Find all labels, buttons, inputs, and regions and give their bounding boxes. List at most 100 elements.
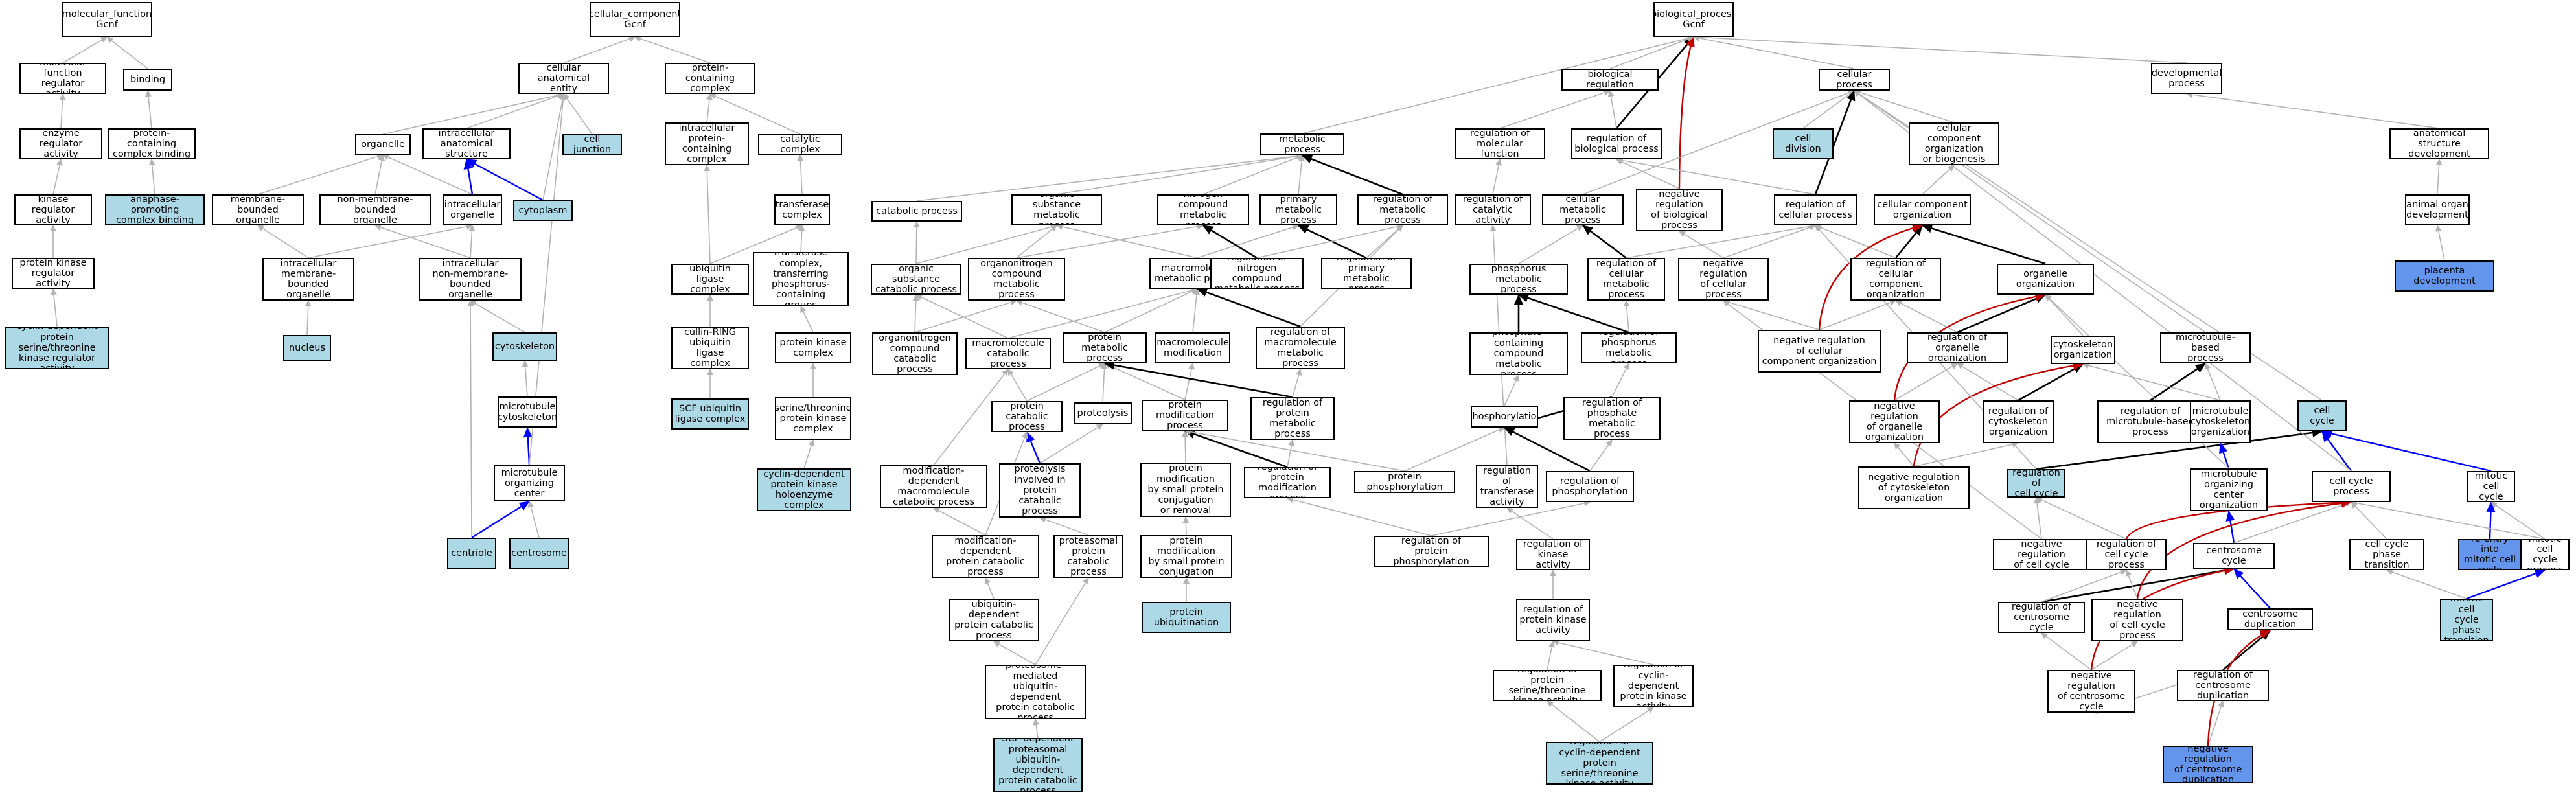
edge-regcp-to-regbp bbox=[1616, 157, 1816, 195]
go-term-mccp: mitotic cell cycle process bbox=[2520, 539, 2570, 570]
go-term-regpmodp: regulation of protein modification proce… bbox=[1244, 467, 1331, 498]
go-term-cdpk: cyclin-dependent protein serine/threonin… bbox=[5, 327, 109, 369]
go-term-tcptpg: transferase complex, transferring phosph… bbox=[753, 252, 849, 306]
go-term-mfra: molecular function regulator activity bbox=[19, 63, 106, 94]
edge-pphos-to-phosph bbox=[1404, 427, 1505, 472]
go-term-negregbp: negative regulation of biological proces… bbox=[1636, 189, 1723, 231]
go-term-cmp: cellular metabolic process bbox=[1542, 194, 1624, 225]
edge-inmbo-to-io bbox=[468, 225, 476, 259]
go-term-bioreg: biological regulation bbox=[1561, 69, 1659, 91]
go-term-mtcyto: microtubule cytoskeleton bbox=[498, 396, 557, 428]
edge-pipcp-to-pcatp bbox=[1026, 431, 1041, 464]
edge-mtocorg-to-mtcyto2 bbox=[2219, 442, 2230, 469]
edge-regcmp-to-cmp bbox=[1582, 224, 1627, 259]
edge-ocmp-to-osmp bbox=[1016, 225, 1057, 259]
edge-mbo-to-organelle bbox=[257, 153, 384, 195]
go-term-mbo: membrane-bounded organelle bbox=[212, 194, 304, 225]
edge-negregccp-to-regccp bbox=[2125, 569, 2138, 599]
edge-mcp-to-mmp bbox=[1007, 287, 1198, 339]
edge-regphos-to-phosph bbox=[1504, 426, 1591, 472]
go-term-centrosome: centrosome bbox=[509, 538, 569, 569]
go-term-mmod: macromolecule modification bbox=[1155, 332, 1230, 363]
edge-regcmp-to-regcp bbox=[1626, 223, 1816, 259]
go-term-regccorg: regulation of cellular component organiz… bbox=[1850, 258, 1941, 301]
edge-ias-to-cae bbox=[466, 93, 564, 129]
edge-transferase-to-catcomplex bbox=[797, 154, 804, 195]
edge-pmudpcp-to-udpcp bbox=[993, 641, 1036, 665]
go-term-pmodp: protein modification process bbox=[1142, 400, 1228, 431]
go-term-regphmp: regulation of phosphorus metabolic proce… bbox=[1581, 332, 1677, 363]
go-term-catcomplex: catalytic complex bbox=[758, 134, 842, 155]
go-term-regccp: regulation of cell cycle process bbox=[2086, 539, 2167, 570]
edge-mmod-to-mmp bbox=[1192, 288, 1201, 333]
go-term-cae: cellular anatomical entity bbox=[518, 63, 609, 94]
go-term-regbp: regulation of biological process bbox=[1571, 128, 1662, 159]
go-term-catab: catabolic process bbox=[871, 201, 962, 222]
edge-udpcp-to-mdpcp bbox=[984, 577, 995, 599]
edge-regmtbp-to-mtbp bbox=[2150, 362, 2206, 402]
go-term-mccpt: mitotic cell cycle phase transition bbox=[2440, 599, 2493, 641]
edge-orgorg-to-cco bbox=[1922, 224, 2046, 265]
edge-regcdpstka-to-regcdpka bbox=[1599, 707, 1654, 742]
edge-regcytoorg-to-regoo bbox=[1957, 363, 2019, 401]
edge-phosph-to-pcmp bbox=[1504, 374, 1519, 406]
edge-regccorg-to-regcp bbox=[1815, 224, 1896, 259]
edge-celljunc-to-cae bbox=[563, 93, 593, 135]
edge-regphmp-to-phmp bbox=[1518, 293, 1629, 334]
go-term-mf: molecular_function Gcnf bbox=[62, 2, 152, 37]
edge-centcycle-to-ccp bbox=[2233, 501, 2352, 544]
go-term-regpphos: regulation of protein phosphorylation bbox=[1374, 536, 1489, 567]
go-term-pmudpcp: proteasome-mediated ubiquitin-dependent … bbox=[985, 665, 1086, 719]
edge-pcc-to-cc bbox=[634, 36, 711, 63]
go-term-ipcc: intracellular protein-containing complex bbox=[665, 122, 749, 165]
edge-negregcc-to-regcc bbox=[2034, 497, 2042, 540]
go-term-cytoskeleton: cytoskeleton bbox=[492, 332, 557, 361]
edge-regbp-to-bioreg bbox=[1607, 90, 1617, 129]
edge-negregbp-to-regbp bbox=[1616, 159, 1680, 189]
edge-ocmp-to-ncmp bbox=[1016, 223, 1204, 259]
edge-mdmcp-to-mcp bbox=[933, 369, 1009, 466]
edge-regprmp-to-regmmp bbox=[1292, 369, 1302, 398]
go-term-prmp: protein metabolic process bbox=[1063, 332, 1147, 363]
go-term-pcatp: protein catabolic process bbox=[991, 401, 1063, 432]
edge-oscp-to-catab bbox=[913, 221, 920, 264]
go-term-organelle: organelle bbox=[355, 134, 411, 155]
edge-asd-to-devproc bbox=[2186, 91, 2440, 129]
edge-centriole-to-inmbo bbox=[467, 300, 474, 538]
go-term-regncmp: regulation of nitrogen compound metaboli… bbox=[1210, 258, 1304, 289]
go-term-occp: organonitrogen compound catabolic proces… bbox=[872, 332, 958, 375]
go-term-placenta: placenta development bbox=[2395, 260, 2494, 292]
edge-regncmp-to-regmp bbox=[1256, 224, 1403, 259]
edge-regpmodp-to-regprmp bbox=[1287, 439, 1295, 468]
go-term-regprmp: regulation of protein metabolic process bbox=[1250, 397, 1335, 440]
edge-pmp-to-metab bbox=[1298, 155, 1305, 195]
edge-reentry-to-mcc bbox=[2486, 501, 2496, 540]
go-term-negregccp: negative regulation of cell cycle proces… bbox=[2091, 599, 2183, 641]
edge-ppcp-to-pipcp bbox=[1039, 516, 1089, 536]
go-term-negregcyto: negative regulation of cytoskeleton orga… bbox=[1858, 466, 1970, 509]
go-term-cellproc: cellular process bbox=[1819, 69, 1890, 91]
go-term-negregcent: negative regulation of centrosome cycle bbox=[2047, 670, 2135, 713]
edge-regcp-to-cellproc bbox=[1814, 90, 1856, 195]
edge-proteolysis-to-prmp bbox=[1101, 363, 1108, 403]
edge-scfdep-to-pmudpcp bbox=[1033, 718, 1040, 739]
edge-imbo-to-io bbox=[308, 223, 473, 259]
go-term-bp: biological_process Gcnf bbox=[1653, 2, 1734, 37]
edge-regca-to-regmf bbox=[1492, 159, 1502, 195]
go-term-io: intracellular organelle bbox=[443, 194, 502, 225]
edge-mccpt-to-mccp bbox=[2466, 569, 2546, 600]
edge-ccob-to-cellproc bbox=[1854, 89, 1955, 123]
edge-celldiv-to-cellproc bbox=[1802, 90, 1855, 129]
go-term-apc: anaphase-promoting complex binding bbox=[105, 194, 205, 225]
go-term-negregcp: negative regulation of cellular process bbox=[1678, 258, 1769, 301]
edge-negregcco-to-cco bbox=[1818, 224, 1923, 330]
go-term-cc: cellular_component Gcnf bbox=[590, 2, 680, 37]
go-term-orgorg: organelle organization bbox=[1997, 264, 2094, 295]
go-term-era: enzyme regulator activity bbox=[19, 128, 102, 159]
go-term-udpcp: ubiquitin-dependent protein catabolic pr… bbox=[949, 599, 1039, 641]
go-term-imbo: intracellular membrane-bounded organelle bbox=[262, 258, 354, 301]
go-term-pcmp: phosphate-containing compound metabolic … bbox=[1469, 332, 1568, 375]
edge-pcatp-to-mcp bbox=[1007, 369, 1028, 402]
edge-apc-to-pcb bbox=[148, 159, 155, 195]
go-term-cullin: cullin-RING ubiquitin ligase complex bbox=[671, 327, 749, 369]
